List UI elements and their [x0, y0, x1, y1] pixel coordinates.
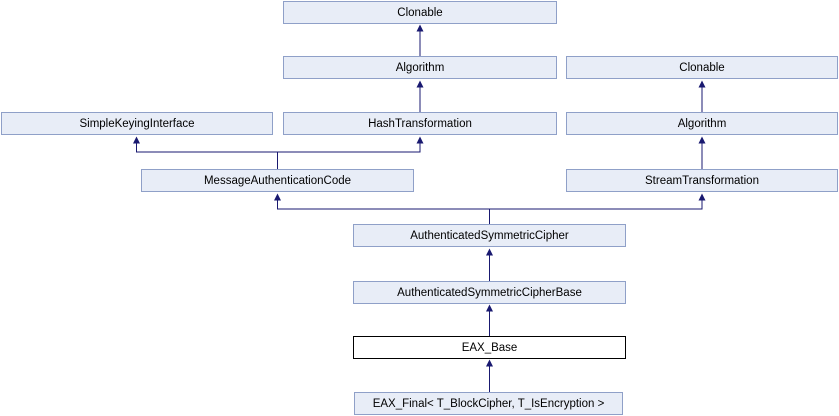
- node-authenticated-symmetric-cipher-base[interactable]: AuthenticatedSymmetricCipherBase: [353, 281, 626, 304]
- edge-message-authentication-code-to-hash-transformation: [277, 136, 424, 153]
- node-eax-base: EAX_Base: [353, 336, 626, 359]
- node-message-authentication-code[interactable]: MessageAuthenticationCode: [141, 169, 414, 192]
- edge-message-authentication-code-to-simple-keying-interface: [133, 136, 278, 169]
- node-hash-transformation[interactable]: HashTransformation: [283, 112, 557, 135]
- edge-authenticated-symmetric-cipher-to-stream-transformation: [489, 193, 706, 210]
- node-simple-keying-interface[interactable]: SimpleKeyingInterface: [1, 112, 273, 135]
- edge-hash-transformation-to-algorithm: [416, 80, 424, 112]
- edge-algorithm-to-clonable-top: [416, 24, 424, 56]
- edge-eax-final-to-eax-base: [486, 359, 493, 392]
- node-algorithm-right[interactable]: Algorithm: [566, 112, 838, 135]
- node-eax-final[interactable]: EAX_Final< T_BlockCipher, T_IsEncryption…: [354, 392, 623, 415]
- edge-algorithm-right-to-clonable-right: [698, 80, 706, 112]
- edge-authenticated-symmetric-cipher-to-message-authentication-code: [274, 193, 490, 224]
- edge-authenticated-symmetric-cipher-base-to-authenticated-symmetric-cipher: [486, 248, 493, 281]
- node-algorithm[interactable]: Algorithm: [283, 56, 557, 79]
- edge-eax-base-to-authenticated-symmetric-cipher-base: [486, 304, 493, 336]
- edge-stream-transformation-to-algorithm-right: [698, 136, 706, 169]
- node-clonable-top[interactable]: Clonable: [283, 1, 557, 24]
- node-authenticated-symmetric-cipher[interactable]: AuthenticatedSymmetricCipher: [353, 224, 626, 247]
- node-stream-transformation[interactable]: StreamTransformation: [566, 169, 838, 192]
- node-clonable-right[interactable]: Clonable: [566, 56, 838, 79]
